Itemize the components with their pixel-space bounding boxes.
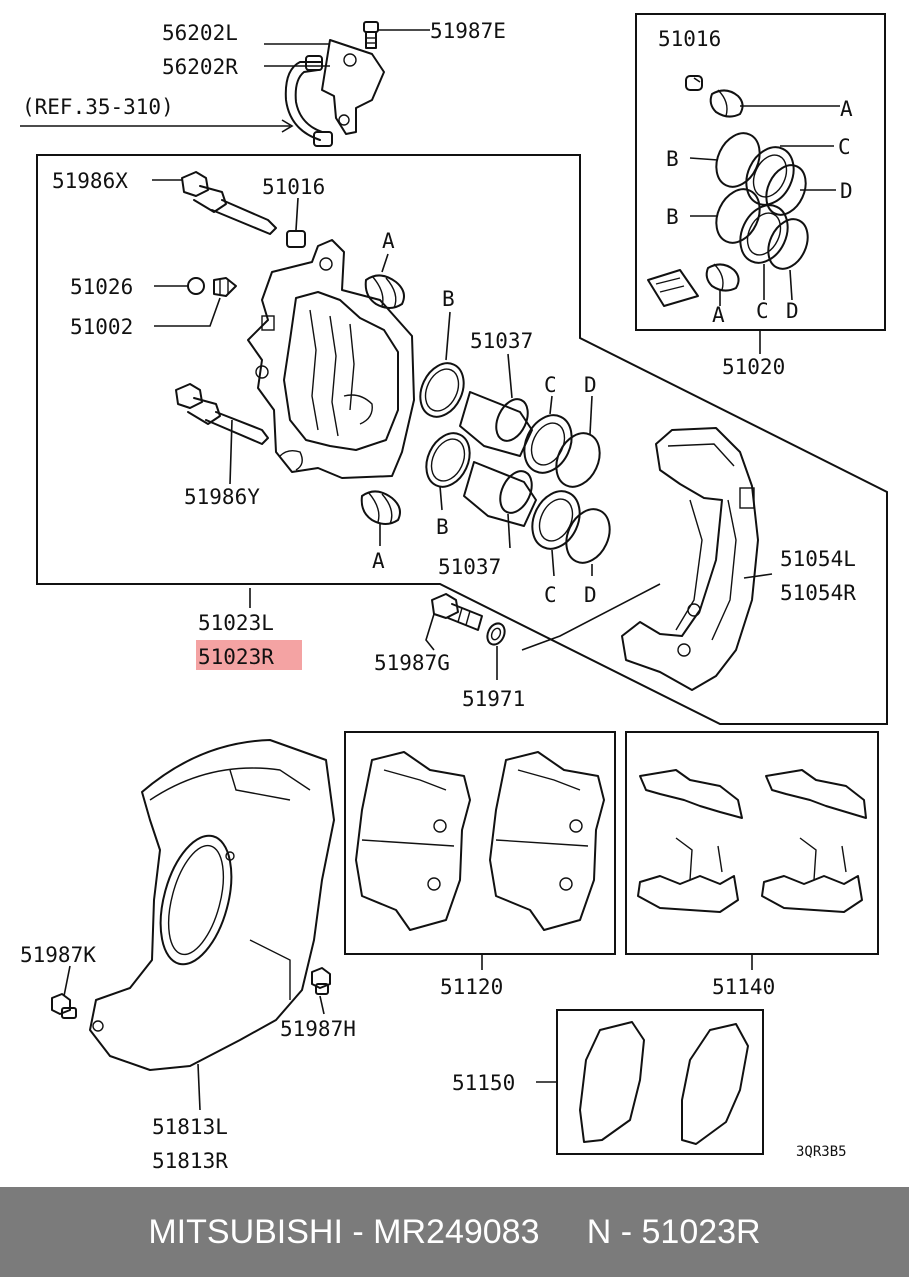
piston-upper-drawing [419,362,601,488]
label-seal-b-upper: B [442,287,455,311]
label-51026: 51026 [70,275,133,299]
brake-hose-drawing [284,39,385,147]
label-51987h: 51987H [280,1017,356,1041]
label-kit-b-lower: B [666,205,679,229]
label-seal-b-lower: B [436,515,449,539]
label-kit-d-upper: D [840,179,853,203]
label-kit-51016: 51016 [658,27,721,51]
label-51986x: 51986X [52,169,128,193]
pad-set-box [344,731,616,955]
label-51813r: 51813R [152,1149,228,1173]
bleeder-drawing [187,277,237,297]
caliper-body-drawing [247,239,415,479]
pad-clips-drawing [637,769,867,913]
clip-set-box [625,731,879,955]
separator: - [342,1212,374,1251]
highlighted-part-background [196,640,302,670]
dust-shield-drawing [89,739,335,1071]
parts-diagram: 56202L 56202R 51987E (REF.35-310) 51986X… [20,13,888,1173]
label-51016: 51016 [262,175,325,199]
label-51054r: 51054R [780,581,856,605]
label-kit-d-lower: D [786,299,799,323]
label-kit-c-upper: C [838,135,851,159]
label-51150: 51150 [452,1071,515,1095]
label-51037-lower: 51037 [438,555,501,579]
label-ring-c-lower: C [544,583,557,607]
label-ring-d-upper: D [584,373,597,397]
piston-lower-drawing [425,432,611,564]
label-56202l: 56202L [162,21,238,45]
seal-kit-box [635,13,886,331]
part-info-footer: MITSUBISHI - MR249083 N - 51023R [0,1187,909,1277]
guide-pin-lower-drawing [175,383,269,445]
label-51971: 51971 [462,687,525,711]
caliper-bracket-drawing [621,427,759,691]
label-51054l: 51054L [780,547,856,571]
label-51140: 51140 [712,975,775,999]
shim-set-box [556,1009,764,1155]
caliper-assembly-boundary [36,154,888,725]
bracket-bolt-drawing [431,593,506,646]
leader-lines [20,29,840,1111]
brand-name: MITSUBISHI [148,1212,343,1251]
bolt-51987k-drawing [51,993,77,1019]
part-number: MR249083 [373,1212,540,1251]
bolt-51987h-drawing [311,967,331,995]
reference-letter: N [586,1212,612,1251]
diagram-code: 3QR3B5 [796,1144,847,1160]
boot-drawing [360,274,405,525]
bolt-51987e-drawing [363,21,379,49]
part-labels: 56202L 56202R 51987E (REF.35-310) 51986X… [20,19,856,1173]
reference-number: 51023R [641,1212,761,1251]
label-kit-b-upper: B [666,147,679,171]
label-51120: 51120 [440,975,503,999]
label-boot-a-upper: A [382,229,395,253]
label-51020: 51020 [722,355,785,379]
label-kit-a-lower: A [712,303,725,327]
label-51023l: 51023L [198,611,274,635]
separator: - [611,1212,642,1251]
label-51002: 51002 [70,315,133,339]
label-56202r: 56202R [162,55,238,79]
bushing-drawing [286,230,306,248]
label-boot-a-lower: A [372,549,385,573]
spacer [540,1213,587,1252]
label-ring-d-lower: D [584,583,597,607]
label-kit-a-upper: A [840,97,853,121]
guide-pin-upper-drawing [181,171,277,235]
pad-shims-drawing [579,1021,749,1145]
label-51023r: 51023R [198,645,274,669]
label-51987g: 51987G [374,651,450,675]
label-51986y: 51986Y [184,485,260,509]
label-51987e: 51987E [430,19,506,43]
brake-pads-drawing [355,751,605,931]
label-51037-upper: 51037 [470,329,533,353]
label-ref: (REF.35-310) [22,95,174,119]
label-51987k: 51987K [20,943,96,967]
label-kit-c-lower: C [756,299,769,323]
label-51813l: 51813L [152,1115,228,1139]
label-ring-c-upper: C [544,373,557,397]
seal-kit-drawing [647,75,809,307]
